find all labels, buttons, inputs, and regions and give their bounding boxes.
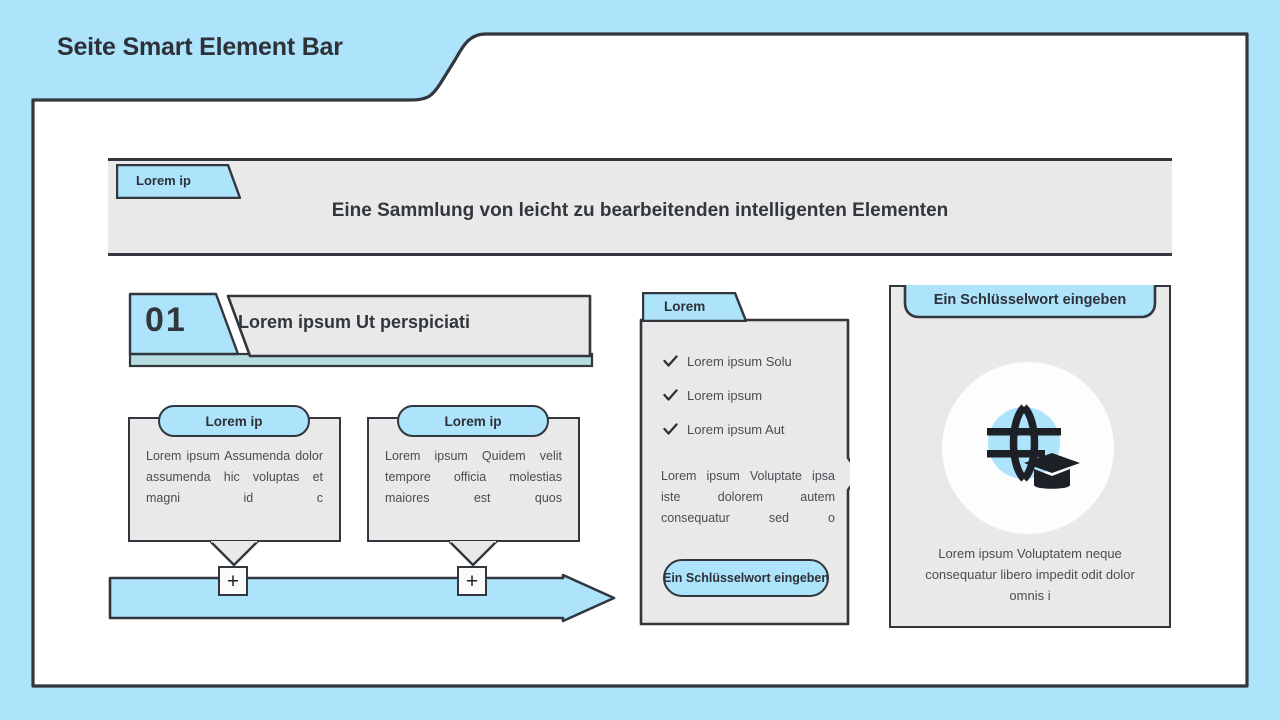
- headline-banner: Lorem ip Eine Sammlung von leicht zu bea…: [108, 158, 1172, 256]
- checklist-item[interactable]: Lorem ipsum Solu: [663, 354, 843, 371]
- checklist-tab-shape: [641, 291, 748, 323]
- checklist-item[interactable]: Lorem ipsum: [663, 388, 843, 405]
- info-bubble-1-body: [128, 417, 341, 542]
- checklist-item[interactable]: Lorem ipsum Aut: [663, 422, 843, 439]
- number-card-shape: [128, 292, 594, 368]
- number-card[interactable]: 01 Lorem ipsum Ut perspiciati: [128, 292, 594, 368]
- icon-panel-circle: [942, 362, 1114, 534]
- timeline-arrow-shape: [108, 573, 616, 623]
- info-bubble-2[interactable]: Lorem ip Lorem ipsum Quidem velit tempor…: [367, 405, 580, 567]
- number-card-number: 01: [145, 301, 187, 339]
- checklist-panel[interactable]: Lorem Lorem ipsum Solu Lorem ipsum Lorem…: [639, 291, 862, 628]
- checklist-items: Lorem ipsum Solu Lorem ipsum Lorem ipsum…: [663, 354, 843, 456]
- icon-panel-banner-shape: [903, 279, 1157, 319]
- info-bubble-2-text: Lorem ipsum Quidem velit tempore officia…: [385, 449, 562, 505]
- info-bubble-1[interactable]: Lorem ip Lorem ipsum Assumenda dolor ass…: [128, 405, 341, 567]
- page-title: Seite Smart Element Bar: [57, 33, 343, 61]
- info-bubble-2-pill[interactable]: Lorem ip: [397, 405, 549, 437]
- headline-banner-tab-label: Lorem ip: [136, 173, 191, 188]
- headline-banner-body: [108, 161, 1172, 253]
- check-icon: [663, 389, 678, 405]
- checklist-item-label: Lorem ipsum: [687, 388, 763, 403]
- check-icon: [663, 355, 678, 371]
- check-icon: [663, 423, 678, 439]
- timeline-arrow[interactable]: [108, 573, 618, 623]
- icon-panel[interactable]: Ein Schlüsselwort eingeben Lorem ipsum V…: [889, 279, 1171, 628]
- icon-panel-banner-label: Ein Schlüsselwort eingeben: [933, 292, 1127, 308]
- headline-text: Eine Sammlung von leicht zu bearbeitende…: [331, 200, 949, 221]
- info-bubble-1-tail: [210, 541, 259, 567]
- globe-graduation-cap-icon: [987, 404, 1080, 489]
- checklist-item-label: Lorem ipsum Aut: [687, 422, 785, 437]
- headline-banner-rule-bottom: [108, 253, 1172, 256]
- graduation-cap-part: [1024, 453, 1080, 489]
- checklist-paragraph: Lorem ipsum Voluptate ipsa iste dolorem …: [661, 469, 835, 525]
- headline-banner-rule-top: [108, 158, 1172, 161]
- checklist-item-label: Lorem ipsum Solu: [687, 354, 792, 369]
- info-bubble-1-pill[interactable]: Lorem ip: [158, 405, 310, 437]
- checklist-panel-tab-label: Lorem: [664, 299, 706, 314]
- info-bubble-2-tail: [449, 541, 498, 567]
- headline-banner-tab[interactable]: Lorem ip: [115, 163, 242, 200]
- keyword-button[interactable]: Ein Schlüsselwort eingeben: [663, 559, 829, 597]
- number-card-title: Lorem ipsum Ut perspiciati: [238, 312, 471, 332]
- checklist-panel-tab[interactable]: Lorem: [641, 291, 748, 323]
- icon-panel-text: Lorem ipsum Voluptatem neque consequatur…: [925, 546, 1135, 603]
- add-step-button-2[interactable]: +: [457, 566, 487, 596]
- icon-panel-banner[interactable]: Ein Schlüsselwort eingeben: [903, 279, 1157, 319]
- add-step-button-1[interactable]: +: [218, 566, 248, 596]
- info-bubble-1-text: Lorem ipsum Assumenda dolor assumenda hi…: [146, 449, 323, 505]
- banner-tab-shape: [115, 163, 242, 200]
